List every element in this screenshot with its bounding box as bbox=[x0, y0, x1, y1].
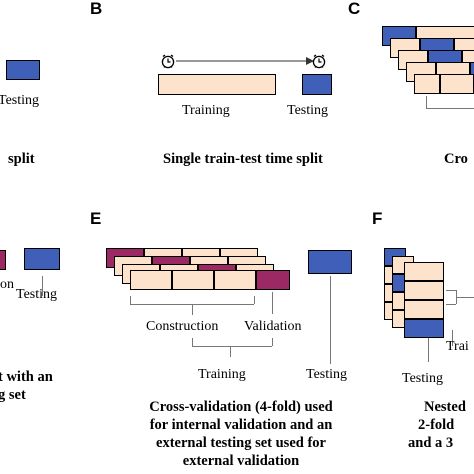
training-label-fragment: Trai bbox=[446, 339, 469, 354]
validation-connector bbox=[272, 292, 273, 314]
testing-block bbox=[24, 248, 60, 270]
bracket bbox=[446, 304, 456, 305]
panel-e-caption-line: external testing set used for bbox=[156, 435, 326, 451]
testing-block bbox=[302, 74, 332, 95]
panel-a-caption: split bbox=[8, 151, 35, 167]
alarm-clock-icon bbox=[312, 54, 326, 69]
bracket bbox=[446, 290, 456, 291]
panel-letter: E bbox=[90, 209, 102, 228]
bracket bbox=[426, 108, 474, 109]
testing-label: Testing bbox=[402, 371, 444, 386]
testing-label: Testing bbox=[306, 367, 348, 382]
panel-c-caption: Cro bbox=[444, 151, 468, 167]
panel-letter: F bbox=[372, 209, 383, 228]
bracket bbox=[426, 96, 427, 108]
construction-label: Construction bbox=[146, 319, 219, 334]
construction-bracket bbox=[130, 296, 131, 304]
testing-block bbox=[308, 250, 352, 274]
testing-connector bbox=[428, 338, 429, 362]
construction-bracket bbox=[130, 304, 254, 305]
connector bbox=[42, 276, 43, 296]
bracket bbox=[456, 297, 474, 298]
panel-f-caption-line: 2-fold bbox=[418, 417, 455, 433]
training-bracket bbox=[272, 338, 273, 346]
validation-block bbox=[0, 250, 6, 270]
panel-d-caption-line: t with an bbox=[0, 369, 53, 385]
panel-b-caption: Single train-test time split bbox=[163, 151, 323, 167]
panel-e-caption-line: for internal validation and an bbox=[149, 417, 333, 433]
fold-row bbox=[130, 270, 290, 290]
panel-d-caption-line: g set bbox=[0, 387, 26, 403]
connector bbox=[452, 330, 453, 346]
alarm-clock-icon bbox=[161, 54, 175, 69]
construction-bracket bbox=[254, 296, 255, 304]
fold-row bbox=[404, 262, 444, 338]
fold-row bbox=[414, 74, 474, 94]
training-label: Training bbox=[198, 367, 246, 382]
construction-bracket bbox=[192, 305, 193, 315]
testing-connector bbox=[330, 276, 331, 364]
testing-block bbox=[6, 60, 40, 80]
panel-f-caption-line: Nested bbox=[424, 399, 466, 415]
testing-label: Testing bbox=[0, 93, 40, 108]
validation-label: Validation bbox=[244, 319, 302, 334]
panel-letter: B bbox=[90, 0, 103, 18]
testing-label: Testing bbox=[16, 287, 58, 302]
panel-letter: C bbox=[348, 0, 361, 18]
training-bracket bbox=[192, 346, 272, 347]
panel-f-caption-line: and a 3 bbox=[408, 435, 454, 451]
time-arrow bbox=[176, 57, 314, 65]
testing-label: Testing bbox=[287, 103, 329, 118]
panel-e-caption-line: external validation bbox=[182, 453, 300, 469]
panel-e-caption-line: Cross-validation (4-fold) used bbox=[149, 399, 333, 415]
training-bracket bbox=[192, 338, 193, 346]
training-block bbox=[158, 74, 276, 95]
training-label: Training bbox=[182, 103, 230, 118]
training-bracket bbox=[230, 347, 231, 357]
validation-label-fragment: on bbox=[0, 277, 14, 292]
